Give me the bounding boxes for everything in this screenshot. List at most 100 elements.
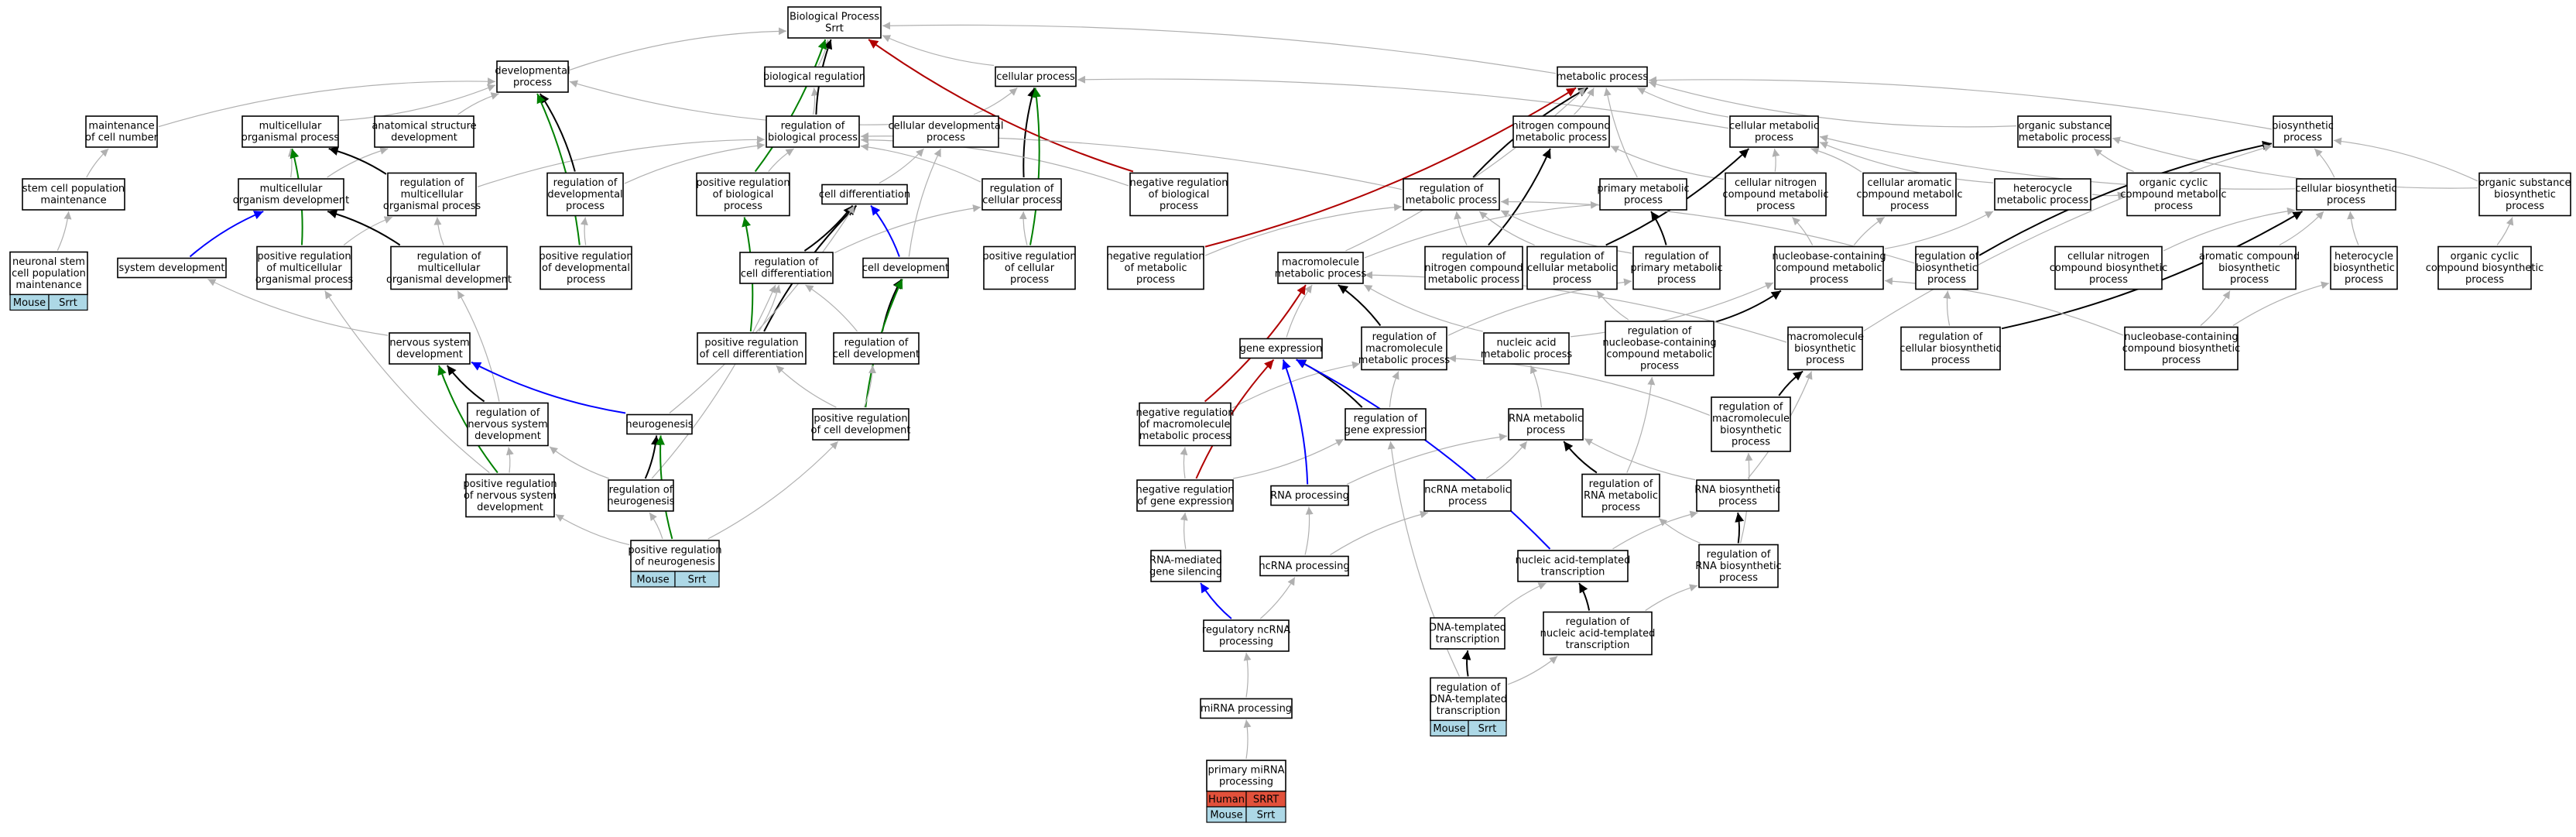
node-label-line: macromolecule bbox=[1786, 331, 1864, 343]
node-label-line: metabolic process bbox=[1557, 71, 1649, 83]
node-box bbox=[256, 245, 352, 290]
go-term-node-neurogen[interactable]: neurogenesis bbox=[625, 413, 694, 435]
go-term-node-sysdev[interactable]: system development bbox=[117, 257, 227, 279]
edge-is-a-regneurogen-to-regnervdev bbox=[549, 446, 610, 479]
edge-is-a-neuralstem-to-stempop bbox=[57, 211, 72, 251]
go-term-node-celldev[interactable]: cell development bbox=[862, 257, 949, 279]
go-term-node-regnucbase[interactable]: regulation ofnucleobase-containingcompou… bbox=[1602, 321, 1717, 376]
node-label-line: RNA biosynthetic bbox=[1694, 485, 1781, 496]
go-term-node-geneexpr[interactable]: gene expression bbox=[1239, 338, 1323, 359]
node-label-line: transcription bbox=[1437, 705, 1501, 717]
go-term-node-regmacrobio[interactable]: regulation ofmacromoleculebiosyntheticpr… bbox=[1711, 396, 1791, 452]
go-term-node-cellproc[interactable]: cellular process bbox=[995, 66, 1077, 87]
node-label-line: process bbox=[2154, 201, 2193, 212]
node-box bbox=[540, 245, 632, 290]
go-term-node-metproc[interactable]: metabolic process bbox=[1557, 66, 1649, 87]
edge-layer bbox=[57, 22, 2514, 760]
go-term-node-mirna[interactable]: miRNA processing bbox=[1200, 698, 1293, 719]
node-label-line: Srrt bbox=[825, 23, 844, 35]
go-term-node-ncrnaproc[interactable]: ncRNA processing bbox=[1259, 555, 1350, 577]
edge-is-a-ncrnaproc-to-rnaproc bbox=[1304, 506, 1314, 555]
node-box bbox=[1361, 326, 1447, 371]
go-term-node-regdnatrans[interactable]: regulation ofDNA-templatedtranscriptionM… bbox=[1430, 677, 1507, 737]
go-term-node-bioreg[interactable]: biological regulation bbox=[763, 66, 865, 87]
edge-is-a-reggene-to-regmacromet bbox=[1389, 371, 1399, 408]
go-term-node-rnaproc[interactable]: RNA processing bbox=[1270, 485, 1349, 506]
node-label-line: regulation of bbox=[609, 485, 673, 496]
go-term-node-celldiff[interactable]: cell differentiation bbox=[819, 184, 910, 205]
